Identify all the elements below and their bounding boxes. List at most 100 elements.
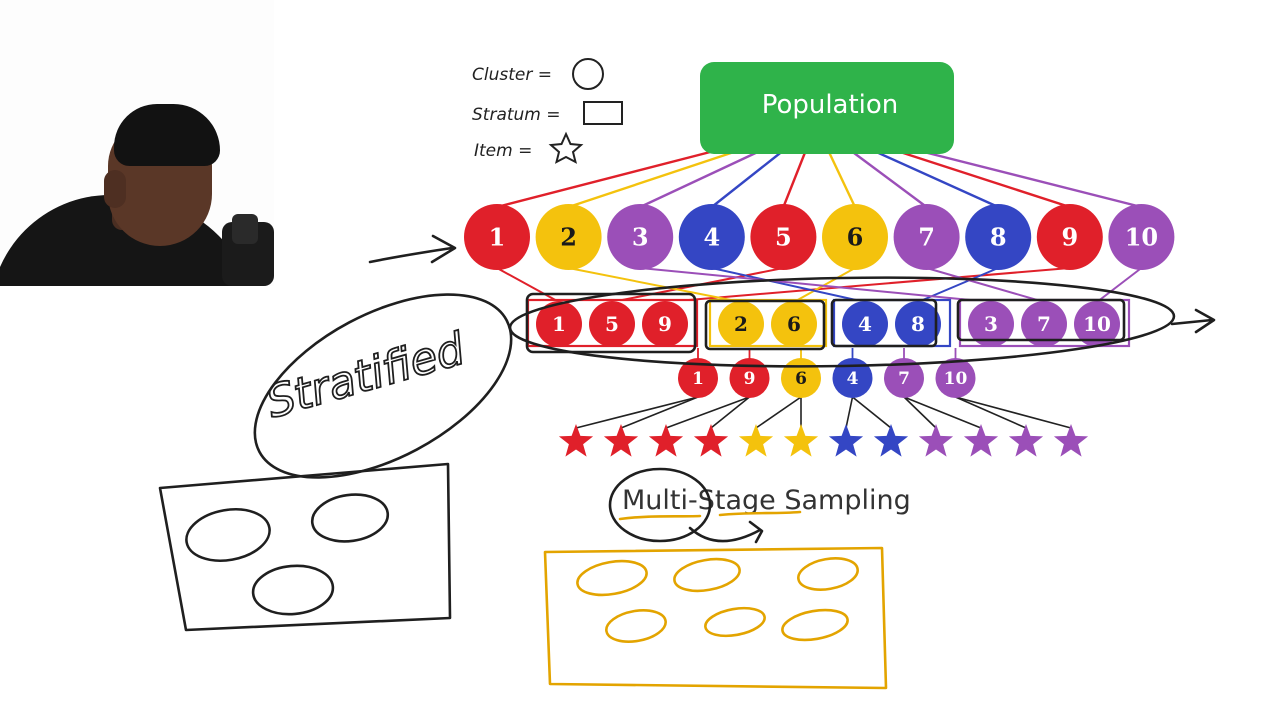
stratum-member-label: 6 — [787, 312, 801, 336]
cluster-label: 2 — [560, 223, 577, 252]
legend-item-label: Item = — [474, 141, 532, 161]
legend-circle-icon — [572, 58, 604, 90]
sketch-yellow-cluster-4 — [605, 609, 667, 643]
sampled-cluster-node — [729, 358, 770, 398]
stratum-member-label: 7 — [1037, 312, 1051, 336]
cluster-node — [1036, 204, 1103, 270]
sampled-cluster-node — [884, 358, 924, 398]
legend-rectangle-icon — [583, 101, 623, 125]
sampled-cluster-node — [678, 358, 718, 398]
population-connector-line — [496, 148, 719, 209]
stratified-ellipse — [253, 293, 513, 479]
stratified-handwritten-label: Stratified — [261, 323, 471, 428]
item-star-icon — [603, 424, 639, 457]
item-star-icon — [693, 424, 729, 457]
item-connector-line — [710, 396, 751, 429]
cluster-label: 3 — [632, 223, 649, 252]
cluster-label: 1 — [489, 223, 506, 252]
item-star-icon — [558, 424, 594, 457]
cluster-label: 6 — [847, 223, 864, 252]
item-star-icon — [783, 424, 819, 457]
cluster-node — [678, 204, 745, 270]
cluster-label: 7 — [918, 223, 935, 252]
item-star-icon — [918, 424, 954, 457]
legend-star-icon — [548, 131, 584, 164]
stratum-member-node — [718, 301, 764, 347]
arrow-right — [1170, 308, 1216, 334]
stratum-member-node — [895, 301, 941, 347]
multi-circle — [608, 467, 712, 543]
legend: Cluster = Stratum = Item = — [472, 58, 623, 164]
population-connector-line — [826, 149, 857, 208]
sampled-cluster-label: 6 — [795, 369, 807, 389]
presenter-hair — [114, 104, 220, 166]
population-connector-line — [893, 148, 1071, 209]
cluster-node — [535, 204, 602, 270]
stratum-member-label: 1 — [552, 312, 566, 336]
sampled-cluster-label: 4 — [847, 369, 859, 389]
item-star-icon — [738, 424, 774, 457]
sketch-yellow-cluster-1 — [576, 559, 648, 597]
arrow-to-clusters — [368, 234, 457, 264]
stratum-connector-line — [711, 267, 866, 303]
population-label: Population — [762, 90, 899, 120]
item-connector-line — [755, 396, 802, 429]
stratum-member-node — [589, 301, 635, 347]
sketch-yellow-cluster-2 — [673, 557, 741, 593]
legend-stratum-label: Stratum = — [472, 105, 561, 125]
sketch-cluster-3 — [251, 564, 335, 616]
stratum-connector-line — [664, 267, 1070, 303]
cluster-label: 4 — [703, 223, 720, 252]
caption-underline — [618, 510, 802, 521]
microphone-head-icon — [232, 214, 258, 244]
stratum-connector-line — [640, 267, 992, 303]
stratum-member-node — [642, 301, 688, 347]
stratum-member-node — [1074, 301, 1120, 347]
sampled-cluster-label: 10 — [944, 369, 968, 389]
legend-cluster-label: Cluster = — [472, 65, 552, 85]
stratum-box-red — [525, 292, 697, 354]
sampled-cluster-label: 1 — [692, 369, 704, 389]
item-star-icon — [1053, 424, 1089, 457]
item-connector-line — [575, 396, 699, 429]
sampled-cluster-label: 7 — [898, 369, 910, 389]
population-connector-line — [871, 148, 999, 209]
stratum-connector-line — [496, 267, 560, 303]
cluster-node — [1108, 204, 1175, 270]
items-row — [558, 424, 1089, 457]
population-connector-line — [849, 149, 928, 208]
item-connector-line — [620, 396, 699, 429]
item-star-icon — [828, 424, 864, 457]
stratum-member-node — [842, 301, 888, 347]
population-connector-line — [915, 148, 1142, 209]
cluster-node — [893, 204, 960, 270]
sketch-yellow-cluster-3 — [797, 557, 859, 591]
diagram-caption: Multi-Stage Sampling — [622, 485, 911, 516]
population-box — [700, 62, 954, 154]
population-connector-line — [568, 148, 741, 209]
population-connectors — [496, 148, 1142, 209]
stratum-member-label: 8 — [911, 312, 925, 336]
stratum-connector-line — [926, 267, 1045, 303]
population-node: Population — [700, 62, 954, 154]
population-connector-line — [711, 149, 785, 208]
stratum-sketch-box — [158, 462, 452, 632]
cluster-node — [965, 204, 1032, 270]
cluster-label: 8 — [990, 223, 1007, 252]
sampled-cluster-node — [832, 358, 873, 398]
cluster-label: 5 — [775, 223, 792, 252]
cluster-sketch-box — [543, 546, 888, 690]
item-connector-line — [845, 396, 854, 429]
presenter-ear — [104, 170, 126, 208]
stratum-member-node — [968, 301, 1014, 347]
cluster-node — [464, 204, 530, 270]
sketch-yellow-cluster-6 — [781, 608, 849, 642]
item-star-icon — [1008, 424, 1044, 457]
stratum-member-node — [536, 301, 582, 347]
stratum-member-node — [1021, 301, 1067, 347]
item-connector-line — [955, 396, 1072, 429]
item-connector-line — [665, 396, 750, 429]
